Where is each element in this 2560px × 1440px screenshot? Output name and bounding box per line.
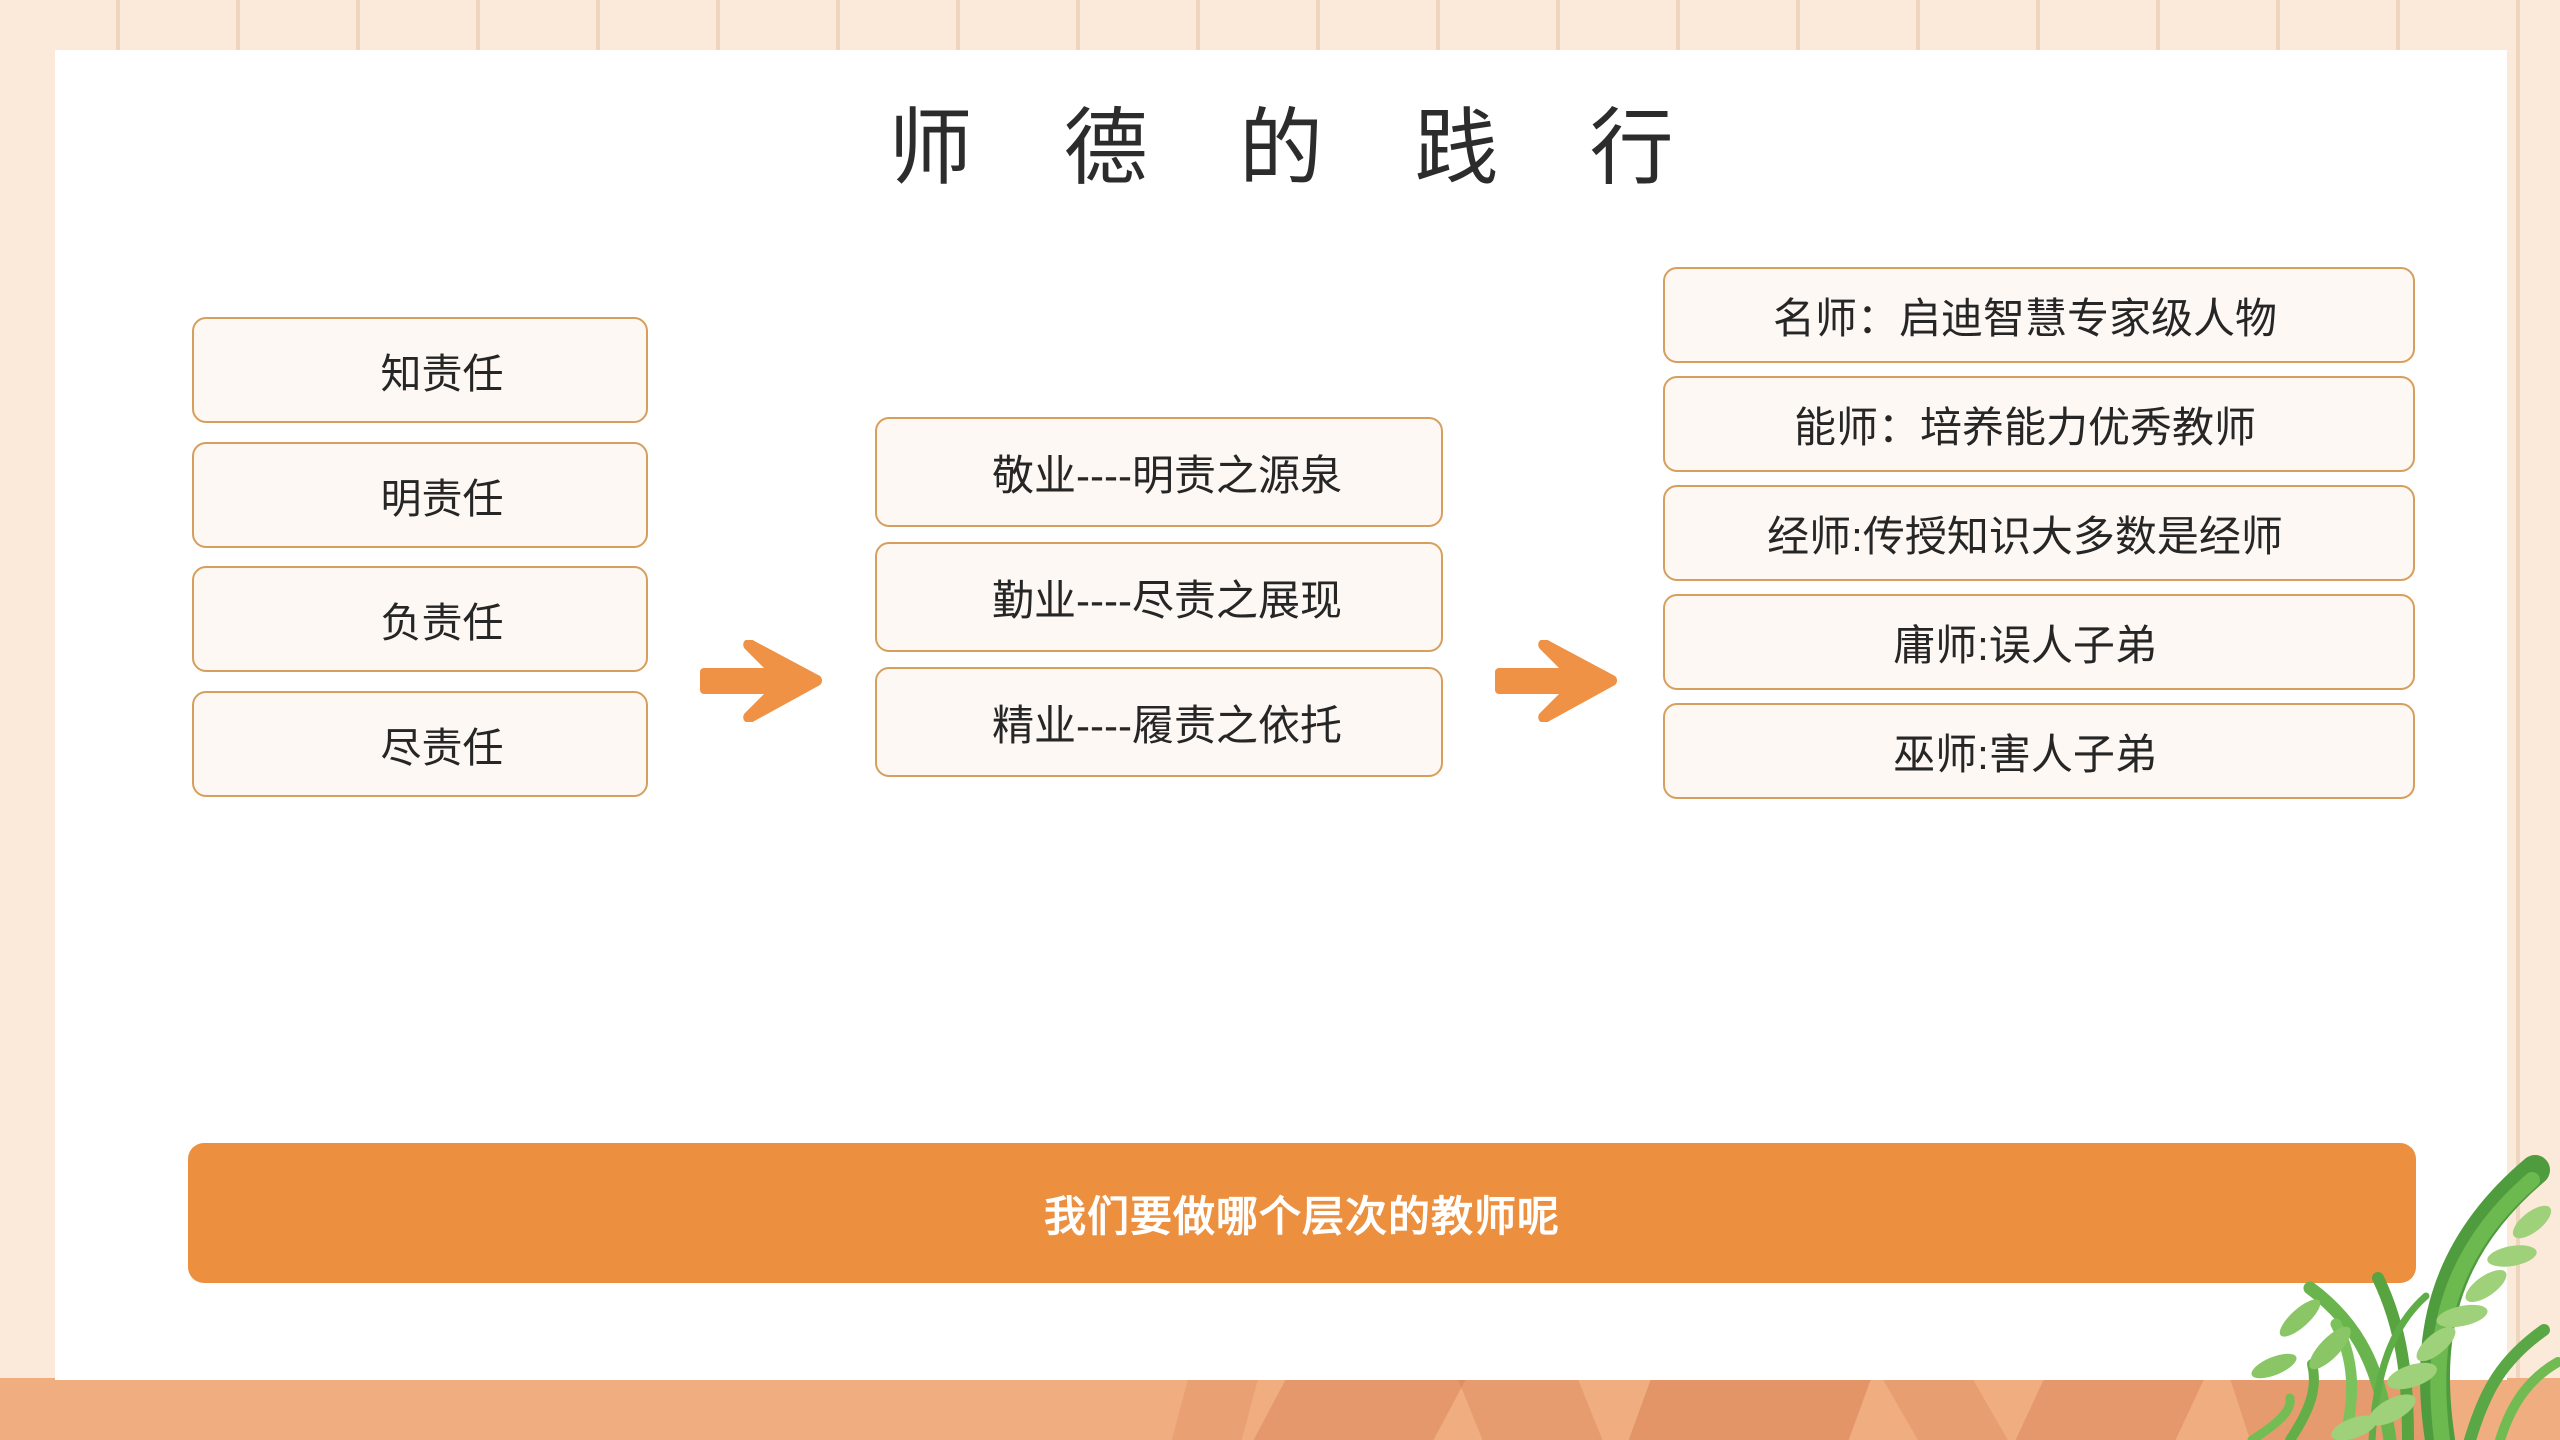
diligence-item[interactable]: 勤业----尽责之展现 xyxy=(875,542,1443,652)
responsibility-item-label: 明责任 xyxy=(380,476,504,522)
diligence-item-label: 精业----履责之依托 xyxy=(992,701,1342,749)
arrow-right-icon xyxy=(700,640,825,722)
responsibility-item[interactable]: 尽责任 xyxy=(192,691,648,797)
arrow-right-icon xyxy=(1495,640,1620,722)
teacher-level-item-label: 巫师:害人子弟 xyxy=(1893,730,2157,778)
teacher-level-item[interactable]: 庸师:误人子弟 xyxy=(1663,594,2415,690)
brush-stroke xyxy=(1457,1378,1603,1440)
slide-content-card: 师 德 的 践 行 知责任 明责任 负责任 尽责任 敬业--- xyxy=(55,50,2507,1380)
question-banner[interactable]: 我们要做哪个层次的教师呢 xyxy=(188,1143,2416,1283)
page-title: 师 德 的 践 行 xyxy=(888,101,1708,195)
brush-stroke xyxy=(1882,1378,2008,1440)
responsibility-item[interactable]: 负责任 xyxy=(192,566,648,672)
teacher-level-item[interactable]: 名师：启迪智慧专家级人物 xyxy=(1663,267,2415,363)
teacher-level-item[interactable]: 巫师:害人子弟 xyxy=(1663,703,2415,799)
brush-stroke xyxy=(2229,1378,2451,1440)
responsibility-item-label: 知责任 xyxy=(380,351,504,397)
diligence-item-label: 勤业----尽责之展现 xyxy=(992,576,1342,624)
responsibility-item-label: 尽责任 xyxy=(380,725,504,771)
brush-stroke xyxy=(1171,1378,1259,1440)
teacher-level-item-label: 庸师:误人子弟 xyxy=(1893,621,2157,669)
question-banner-label: 我们要做哪个层次的教师呢 xyxy=(1043,1192,1560,1240)
teacher-level-item[interactable]: 经师:传授知识大多数是经师 xyxy=(1663,485,2415,581)
teacher-level-item-label: 经师:传授知识大多数是经师 xyxy=(1767,512,2283,560)
teacher-level-item[interactable]: 能师：培养能力优秀教师 xyxy=(1663,376,2415,472)
bottom-decorative-band xyxy=(0,1378,2560,1440)
diligence-item-label: 敬业----明责之源泉 xyxy=(992,451,1342,499)
teacher-level-item-label: 名师：启迪智慧专家级人物 xyxy=(1772,294,2277,342)
teacher-level-item-label: 能师：培养能力优秀教师 xyxy=(1793,403,2256,451)
diligence-item[interactable]: 精业----履责之依托 xyxy=(875,667,1443,777)
responsibility-item[interactable]: 知责任 xyxy=(192,317,648,423)
brush-stroke xyxy=(1253,1378,1467,1440)
brush-stroke xyxy=(2015,1378,2205,1440)
responsibility-item[interactable]: 明责任 xyxy=(192,442,648,548)
responsibility-item-label: 负责任 xyxy=(380,600,504,646)
diligence-item[interactable]: 敬业----明责之源泉 xyxy=(875,417,1443,527)
brush-stroke xyxy=(1628,1378,1872,1440)
